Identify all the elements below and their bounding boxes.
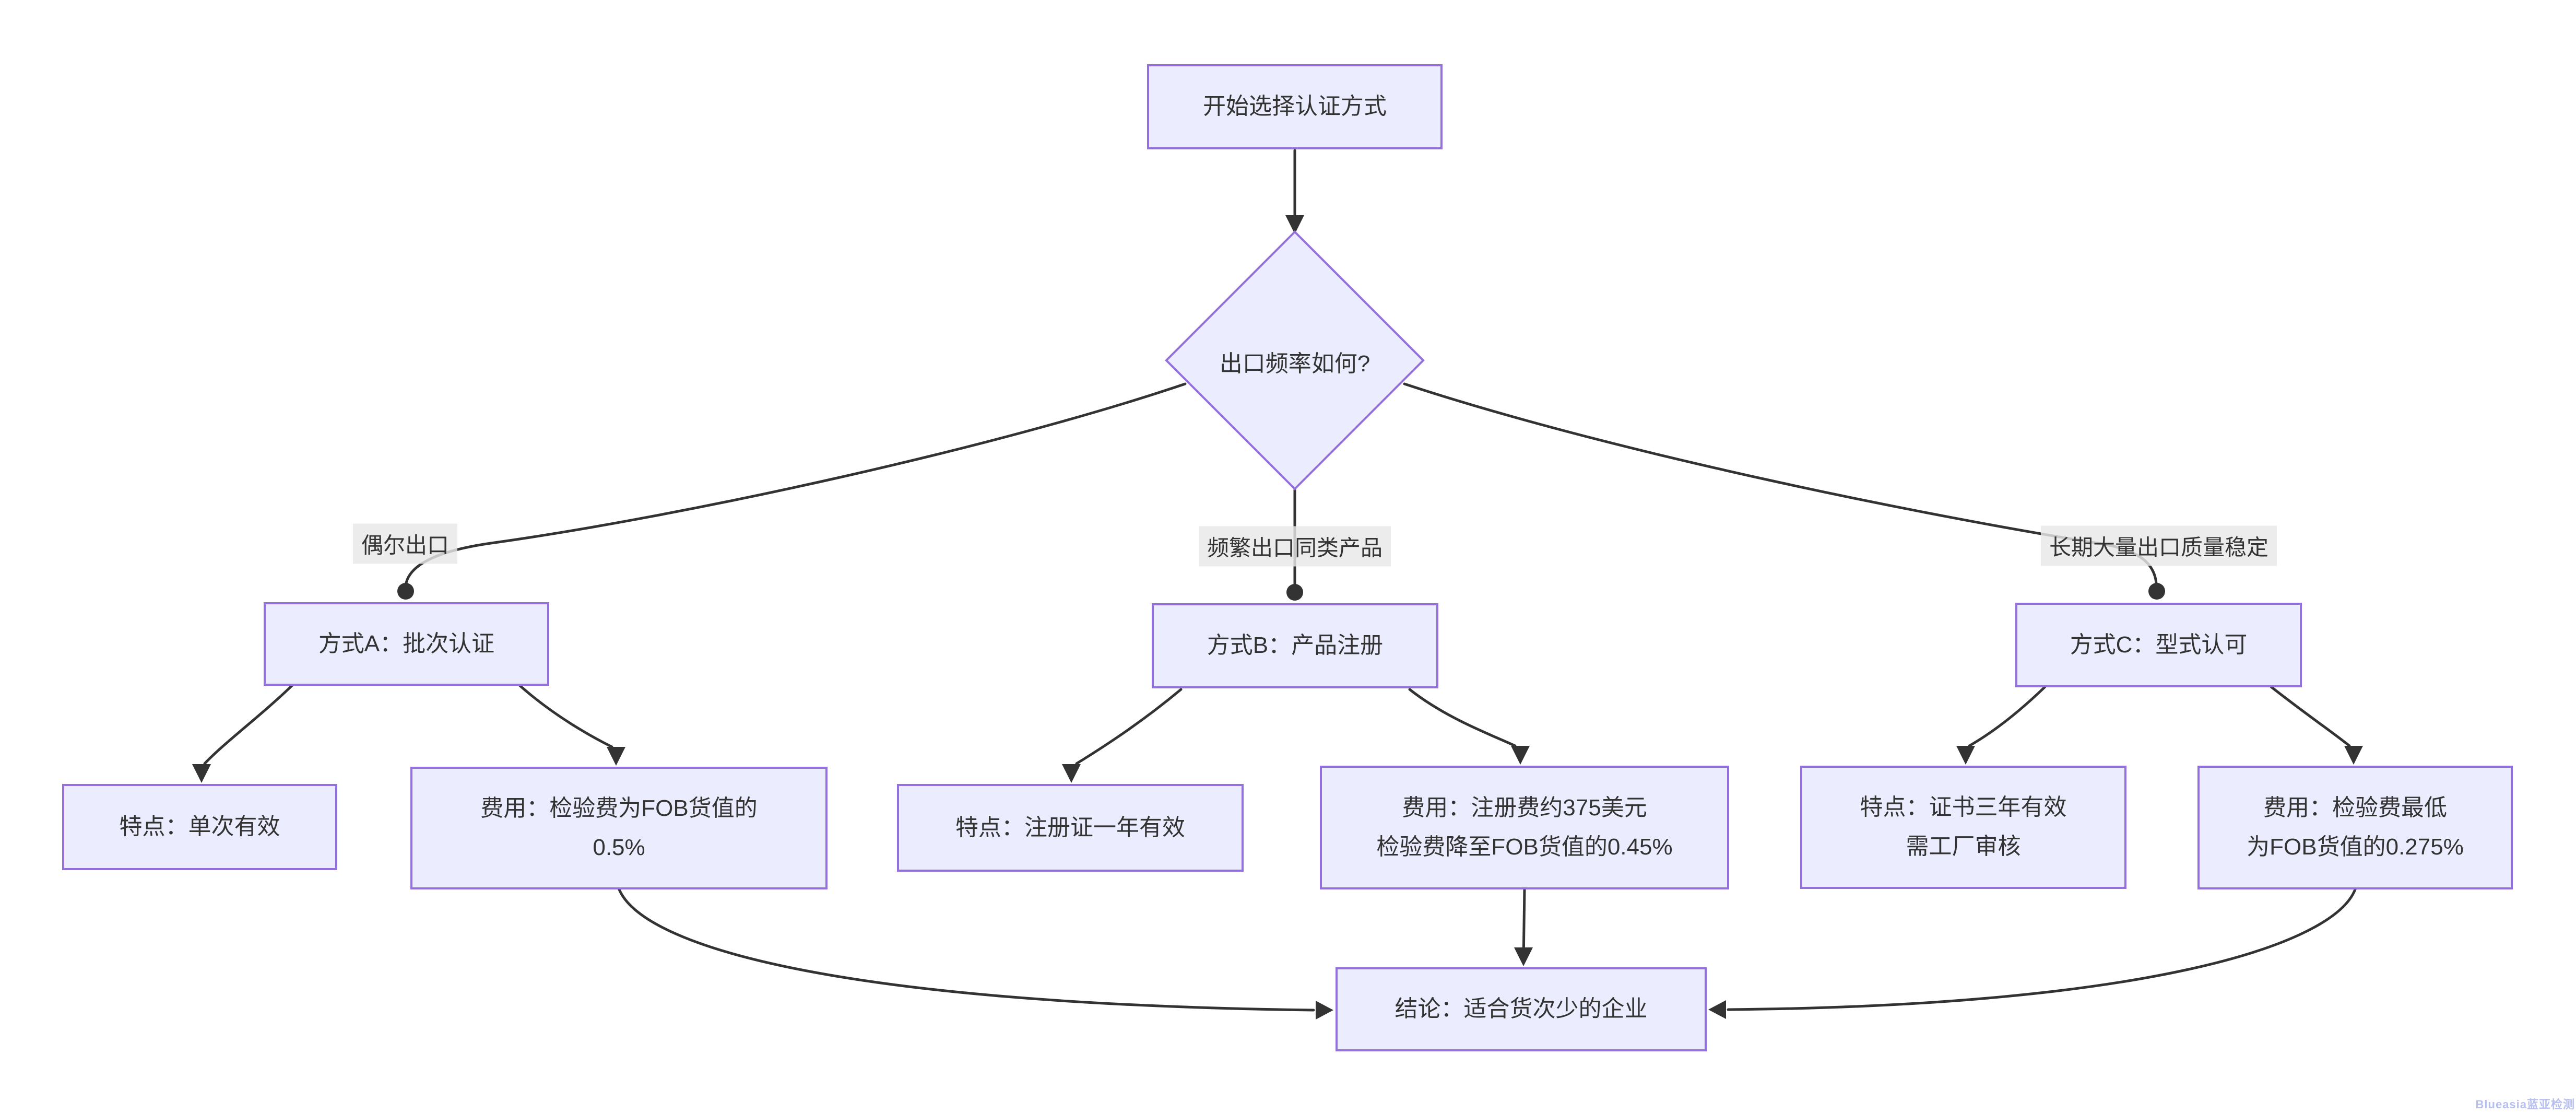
arrowhead-fee-b bbox=[1511, 746, 1530, 765]
arrowhead-conclusion-right bbox=[1708, 1000, 1726, 1019]
edge-method-a-to-feature-a bbox=[203, 684, 294, 765]
edge-label-frequent: 频繁出口同类产品 bbox=[1198, 526, 1391, 567]
edge-method-b-to-feature-b bbox=[1075, 688, 1183, 765]
edge-method-a-to-fee-a bbox=[518, 684, 613, 748]
arrowhead-conclusion-top bbox=[1514, 947, 1533, 966]
edge-label-occasional: 偶尔出口 bbox=[352, 523, 458, 564]
edge-fee-a-to-conclusion bbox=[618, 888, 1315, 1012]
circle-marker-method-a bbox=[397, 583, 414, 600]
circle-marker-method-b bbox=[1286, 584, 1303, 601]
node-conclusion: 结论：适合货次少的企业 bbox=[1336, 967, 1707, 1051]
edge-method-b-to-fee-b bbox=[1408, 688, 1517, 747]
edge-fee-c-to-conclusion bbox=[1727, 888, 2357, 1011]
arrowhead-decision bbox=[1285, 215, 1304, 234]
node-feature-b: 特点：注册证一年有效 bbox=[897, 784, 1244, 872]
arrowhead-fee-a bbox=[607, 747, 625, 766]
edge-label-longterm: 长期大量出口质量稳定 bbox=[2040, 525, 2277, 566]
arrowhead-feature-c bbox=[1956, 746, 1975, 765]
node-fee-b: 费用：注册费约375美元 检验费降至FOB货值的0.45% bbox=[1320, 766, 1729, 889]
circle-marker-method-c bbox=[2148, 583, 2165, 600]
node-feature-a: 特点：单次有效 bbox=[62, 784, 337, 870]
arrowhead-fee-c bbox=[2344, 746, 2363, 765]
node-fee-c: 费用：检验费最低 为FOB货值的0.275% bbox=[2197, 766, 2513, 889]
node-method-c: 方式C：型式认可 bbox=[2015, 603, 2302, 687]
node-decision-label: 出口频率如何? bbox=[1219, 351, 1370, 377]
edge-method-c-to-fee-c bbox=[2270, 685, 2351, 747]
node-method-a: 方式A：批次认证 bbox=[264, 602, 549, 686]
node-feature-c: 特点：证书三年有效 需工厂审核 bbox=[1800, 766, 2126, 889]
arrowhead-feature-a bbox=[192, 764, 211, 783]
node-fee-a: 费用：检验费为FOB货值的 0.5% bbox=[410, 767, 828, 889]
edge-method-c-to-feature-c bbox=[1968, 685, 2047, 747]
arrowhead-feature-b bbox=[1062, 764, 1081, 783]
node-method-b: 方式B：产品注册 bbox=[1152, 603, 1438, 688]
arrowhead-conclusion-left bbox=[1316, 1001, 1333, 1020]
watermark: Blueasia蓝亚检测 bbox=[2475, 1098, 2575, 1111]
node-start: 开始选择认证方式 bbox=[1147, 64, 1443, 149]
edge-decision-to-method-a bbox=[405, 382, 1187, 584]
